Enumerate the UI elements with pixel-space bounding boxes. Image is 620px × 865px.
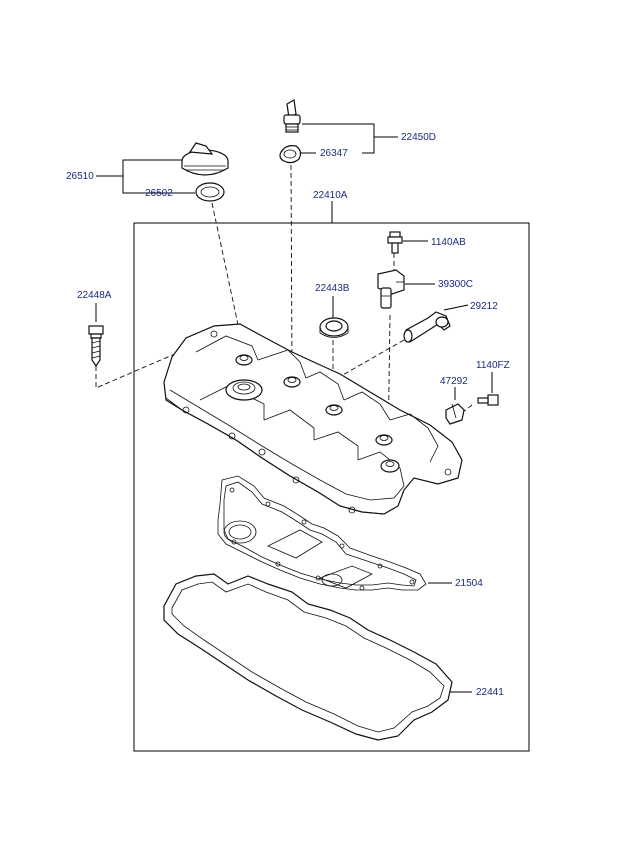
camshaft-sensor-part	[377, 269, 405, 309]
leader-lines	[95, 123, 493, 693]
label-47292: 47292	[440, 376, 468, 387]
label-39300C: 39300C	[438, 279, 473, 290]
label-22450D: 22450D	[401, 132, 436, 143]
label-22410A: 22410A	[313, 190, 348, 201]
pcv-valve-part	[283, 99, 301, 133]
oil-filler-cap-part	[181, 142, 229, 176]
label-26347: 26347	[320, 148, 348, 159]
seal-ring-part	[319, 317, 349, 338]
bolt-1140fz-part	[477, 394, 499, 406]
cap-gasket-part	[195, 182, 225, 202]
grommet-part	[279, 145, 302, 164]
spark-plug-gasket-part	[217, 475, 427, 591]
bracket-47292-part	[445, 403, 465, 425]
bolt-1140ab-part	[387, 231, 403, 254]
label-1140AB: 1140AB	[431, 237, 466, 248]
label-26510: 26510	[66, 171, 94, 182]
breather-hose-part	[403, 311, 451, 343]
cylinder-head-cover-part	[163, 323, 463, 515]
label-1140FZ: 1140FZ	[476, 360, 510, 371]
label-22443B: 22443B	[315, 283, 350, 294]
label-22441: 22441	[476, 687, 504, 698]
bolt-22448a-part	[88, 325, 104, 368]
label-29212: 29212	[470, 301, 498, 312]
cover-gasket-part	[163, 573, 453, 741]
part-labels: 22450D 26347 26510 26502 22410A 1140AB 3…	[66, 132, 510, 698]
label-21504: 21504	[455, 578, 483, 589]
label-22448A: 22448A	[77, 290, 112, 301]
label-26502: 26502	[145, 188, 173, 199]
